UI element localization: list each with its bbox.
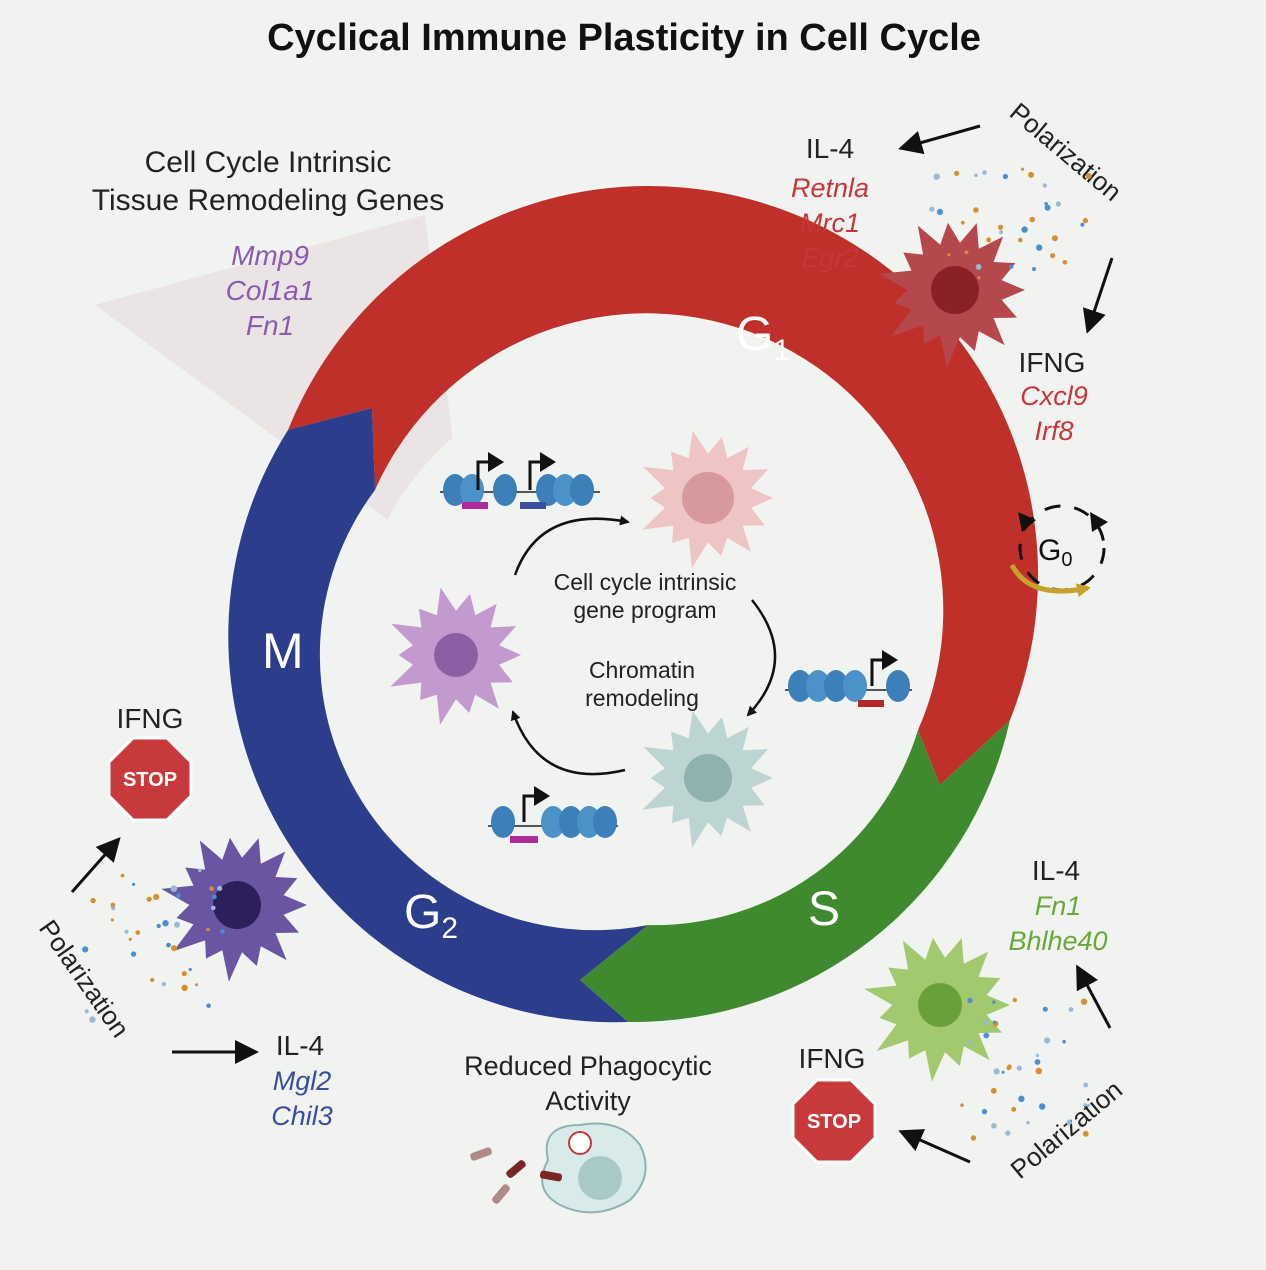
chromatin-icon xyxy=(785,650,912,707)
center-program-line1: Cell cycle intrinsic xyxy=(554,569,737,595)
g2-arrow-to-ifng xyxy=(70,837,121,893)
center-arrow-bottom xyxy=(510,710,626,776)
center-cycle-arrows xyxy=(510,515,777,776)
g2-ifng-label: IFNG xyxy=(117,703,184,734)
s-ifng-label: IFNG xyxy=(799,1043,866,1074)
g2-stop-sign: STOP xyxy=(107,736,193,822)
center-arrow-top xyxy=(513,515,630,576)
g1-arrow-to-ifng xyxy=(1082,257,1114,334)
chromatin-icon xyxy=(488,786,618,843)
intrinsic-heading-line1: Cell Cycle Intrinsic xyxy=(145,146,392,179)
center-program-line2: gene program xyxy=(573,597,716,623)
g2-il4-gene: Chil3 xyxy=(271,1101,333,1131)
g1-arrow-to-il4 xyxy=(898,124,981,155)
intrinsic-heading-line2: Tissue Remodeling Genes xyxy=(92,184,444,217)
intrinsic-gene: Fn1 xyxy=(246,310,294,341)
cell-teal xyxy=(642,710,773,848)
s-arrow-to-ifng xyxy=(898,1129,971,1164)
g0-exit: G0 xyxy=(1009,504,1108,598)
s-stop-text: STOP xyxy=(807,1111,861,1133)
g1-il4-gene: Retnla xyxy=(791,173,869,203)
g2-label: G2 xyxy=(404,886,458,945)
g2-m-arc xyxy=(228,408,648,1023)
chromatin-icon xyxy=(440,452,600,509)
s-stop-sign: STOP xyxy=(791,1078,877,1164)
g1-label: G1 xyxy=(736,308,790,367)
g0-arrowhead-left xyxy=(1018,512,1036,532)
g1-polarization-label: Polarization xyxy=(1004,97,1127,207)
s-il4-gene: Fn1 xyxy=(1035,891,1082,921)
cytokine-dots-s xyxy=(960,997,1091,1141)
m-label: M xyxy=(262,623,304,679)
g2-polarization-label: Polarization xyxy=(33,914,136,1042)
center-chromatin-line2: remodeling xyxy=(585,685,699,711)
cytokine-dots-g1 xyxy=(929,167,1092,280)
center-arrow-right xyxy=(746,599,777,717)
cell-purple-center xyxy=(390,587,521,725)
page-title: Cyclical Immune Plasticity in Cell Cycle xyxy=(267,17,981,59)
s-polarization-label: Polarization xyxy=(1005,1074,1128,1184)
g2-il4-gene: Mgl2 xyxy=(273,1066,332,1096)
g0-label: G0 xyxy=(1038,534,1072,571)
g1-ifng-label: IFNG xyxy=(1019,347,1086,378)
cell-pink xyxy=(642,430,773,568)
intrinsic-gene: Col1a1 xyxy=(226,275,315,306)
s-label: S xyxy=(808,883,840,936)
center-chromatin-line1: Chromatin xyxy=(589,657,695,683)
g1-ifng-gene: Cxcl9 xyxy=(1020,381,1088,411)
g1-ifng-gene: Irf8 xyxy=(1034,416,1073,446)
phagocytic-line2: Activity xyxy=(545,1086,631,1116)
g0-gold-arrow xyxy=(1009,563,1091,598)
s-il4-label: IL-4 xyxy=(1032,855,1080,886)
ring-inner xyxy=(356,371,910,925)
cell-cycle-ring xyxy=(228,185,1039,1023)
cell-g2-purple xyxy=(161,837,307,982)
g2-il4-label: IL-4 xyxy=(276,1030,324,1061)
g2-stop-text: STOP xyxy=(123,769,177,791)
g1-il4-gene: Egr2 xyxy=(801,243,858,273)
g1-arc xyxy=(288,185,1039,785)
s-arrow-to-il4 xyxy=(1076,964,1112,1029)
s-il4-gene: Bhlhe40 xyxy=(1008,926,1107,956)
g1-il4-gene: Mrc1 xyxy=(800,208,860,238)
s-arc xyxy=(580,720,1010,1023)
g0-arrowhead-right xyxy=(1090,512,1108,532)
intrinsic-gene: Mmp9 xyxy=(231,240,309,271)
cell-g1-red xyxy=(879,222,1025,367)
phagocyte-cell xyxy=(470,1122,647,1214)
cell-s-green xyxy=(864,937,1010,1082)
g1-il4-label: IL-4 xyxy=(806,133,854,164)
phagocytic-line1: Reduced Phagocytic xyxy=(464,1051,712,1081)
cytokine-dots-g2 xyxy=(82,868,225,1023)
